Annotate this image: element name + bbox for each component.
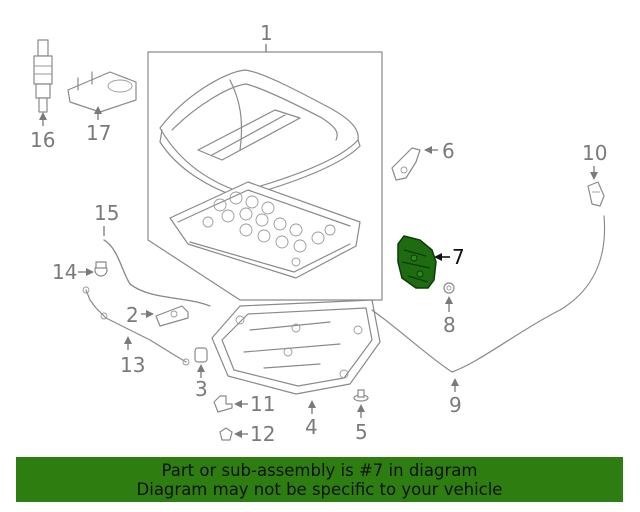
callout-7[interactable]: 7 — [434, 245, 465, 269]
part-5 — [353, 389, 369, 402]
callout-4-label: 4 — [305, 415, 318, 439]
part-4 — [211, 299, 381, 395]
callout-1-label: 1 — [260, 21, 273, 45]
callout-6[interactable]: 6 — [424, 139, 455, 163]
part-17 — [67, 71, 137, 113]
parts-diagram: 1 16 17 15 14 — [30, 21, 607, 446]
callout-2[interactable]: 2 — [126, 303, 154, 327]
callout-8[interactable]: 8 — [443, 296, 456, 337]
part-10 — [587, 181, 605, 207]
callout-8-label: 8 — [443, 313, 456, 337]
callout-3-label: 3 — [195, 377, 208, 401]
callout-16-label: 16 — [30, 128, 55, 152]
callout-10[interactable]: 10 — [582, 141, 607, 180]
part-12 — [219, 427, 233, 441]
callout-9[interactable]: 9 — [449, 378, 462, 417]
callout-2-label: 2 — [126, 303, 139, 327]
callout-5[interactable]: 5 — [355, 404, 368, 444]
info-banner: Part or sub-assembly is #7 in diagram Di… — [16, 457, 623, 502]
callout-1[interactable]: 1 — [260, 21, 273, 52]
part-8 — [443, 282, 455, 294]
banner-line-1: Part or sub-assembly is #7 in diagram — [161, 460, 478, 480]
callout-14[interactable]: 14 — [52, 260, 94, 284]
callout-13-label: 13 — [120, 353, 145, 377]
callout-11-label: 11 — [250, 392, 275, 416]
callout-6-label: 6 — [442, 139, 455, 163]
part-14 — [94, 261, 108, 277]
part-13 — [82, 286, 190, 366]
callout-12[interactable]: 12 — [234, 422, 275, 446]
part-15 — [103, 239, 211, 307]
callout-3[interactable]: 3 — [195, 364, 208, 401]
callout-10-label: 10 — [582, 141, 607, 165]
callout-5-label: 5 — [355, 420, 368, 444]
callout-9-label: 9 — [449, 393, 462, 417]
part-3 — [194, 347, 208, 363]
part-6 — [391, 147, 421, 181]
part-7-hood-latch[interactable] — [397, 235, 437, 289]
part-11 — [213, 395, 233, 413]
callout-16[interactable]: 16 — [30, 112, 55, 152]
callout-12-label: 12 — [250, 422, 275, 446]
callout-15-label: 15 — [94, 201, 119, 225]
callout-11[interactable]: 11 — [234, 392, 275, 416]
callout-13[interactable]: 13 — [120, 336, 145, 377]
callout-7-label: 7 — [452, 245, 465, 269]
part-2 — [155, 305, 189, 327]
part-16 — [33, 39, 53, 113]
hood-assembly — [147, 51, 383, 301]
callout-17[interactable]: 17 — [86, 106, 111, 145]
callout-4[interactable]: 4 — [305, 400, 318, 439]
callout-15[interactable]: 15 — [94, 201, 119, 236]
banner-line-2: Diagram may not be specific to your vehi… — [136, 479, 503, 499]
callout-17-label: 17 — [86, 121, 111, 145]
callout-14-label: 14 — [52, 260, 77, 284]
part-9 — [371, 215, 606, 373]
